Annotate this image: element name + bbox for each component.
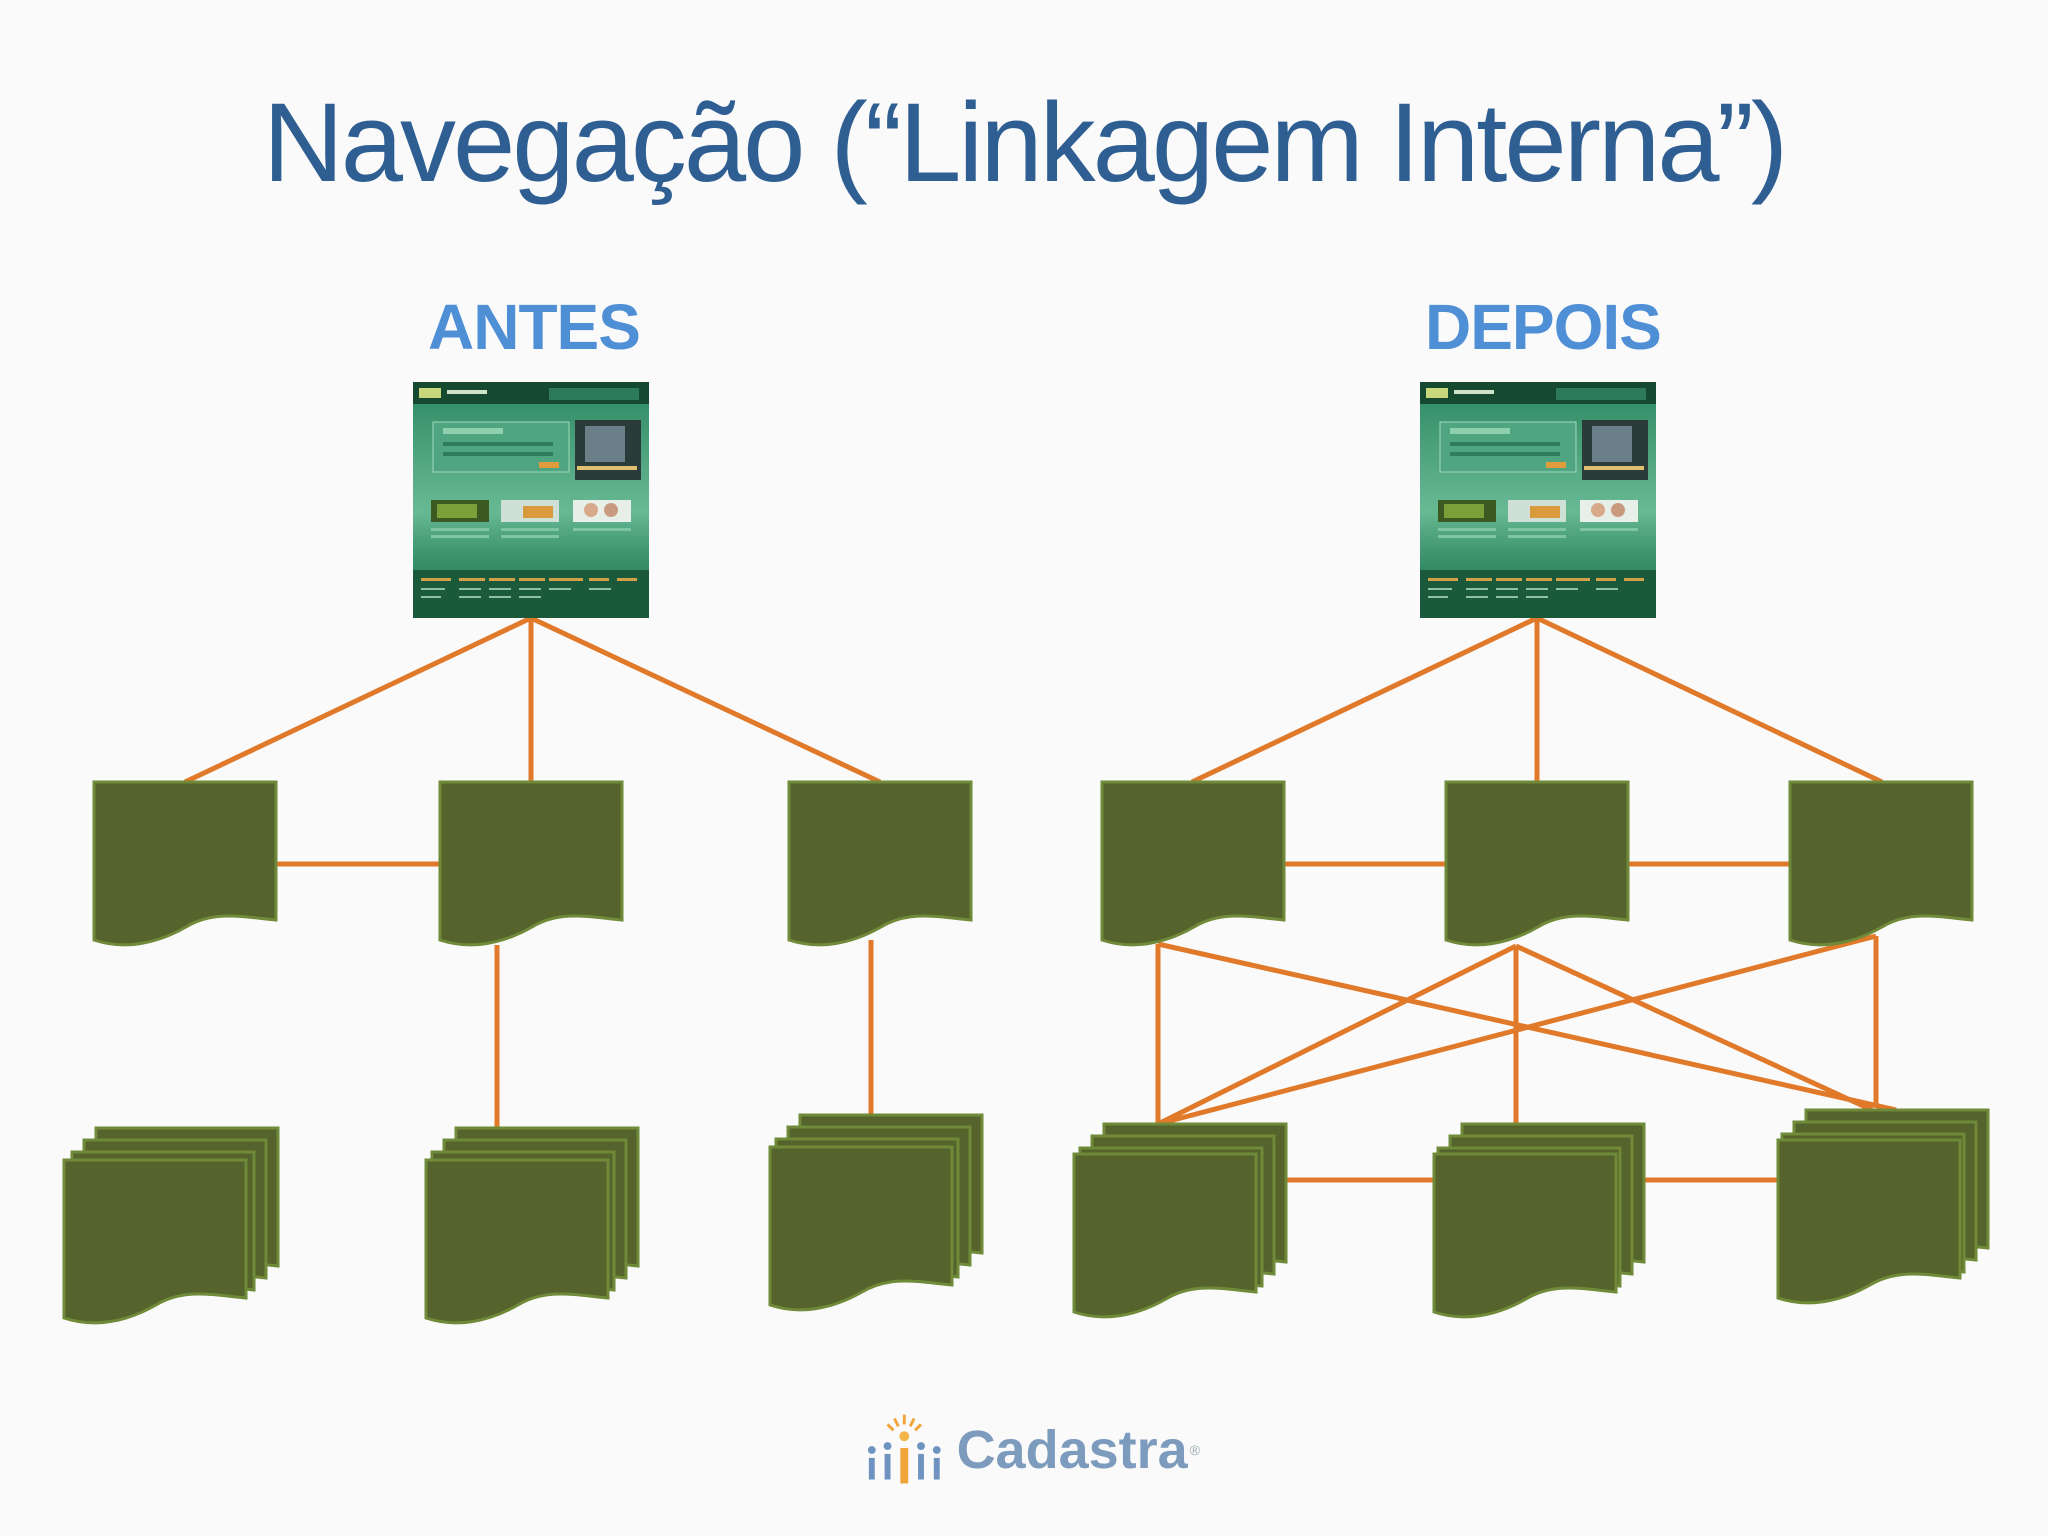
depois-page-level1 [1100,780,1286,947]
depois-link-l1b-l2c [1514,943,1874,1113]
cadastra-logo-icon [867,1414,941,1484]
antes-page-level1 [92,780,278,947]
depois-diagram [1072,381,1990,1319]
antes-link-home-l1a [183,615,533,785]
depois-links [1155,615,1897,1183]
depois-page-level1 [1444,780,1630,947]
depois-link-l1b-l2a [1156,943,1518,1127]
depois-link-home-l1a [1190,615,1539,785]
slide-title: Navegação (“Linkagem Interna”) [262,80,1788,205]
depois-page-stack [1072,1122,1288,1319]
antes-page-level1 [438,780,624,947]
depois-homepage-thumbnail [1419,381,1657,619]
depois-link-l1c-l2a [1157,933,1877,1127]
antes-page-stack [62,1126,280,1325]
antes-diagram [62,381,984,1325]
registered-mark: ® [1189,1442,1200,1458]
antes-link-home-l1c [529,615,882,785]
cadastra-logo-text: Cadastra [956,1420,1188,1480]
depois-page-stack [1432,1122,1646,1319]
antes-links [183,615,882,1128]
antes-homepage-thumbnail [412,381,650,619]
depois-label: DEPOIS [1425,291,1662,363]
antes-page-stack [424,1126,640,1325]
depois-link-home-l1c [1535,615,1884,785]
cadastra-logo: Cadastra ® [860,1410,1200,1490]
antes-page-stack [768,1113,984,1312]
depois-page-stack [1776,1108,1990,1305]
antes-page-level1 [787,780,973,947]
antes-label: ANTES [428,291,641,363]
depois-page-level1 [1788,780,1974,947]
